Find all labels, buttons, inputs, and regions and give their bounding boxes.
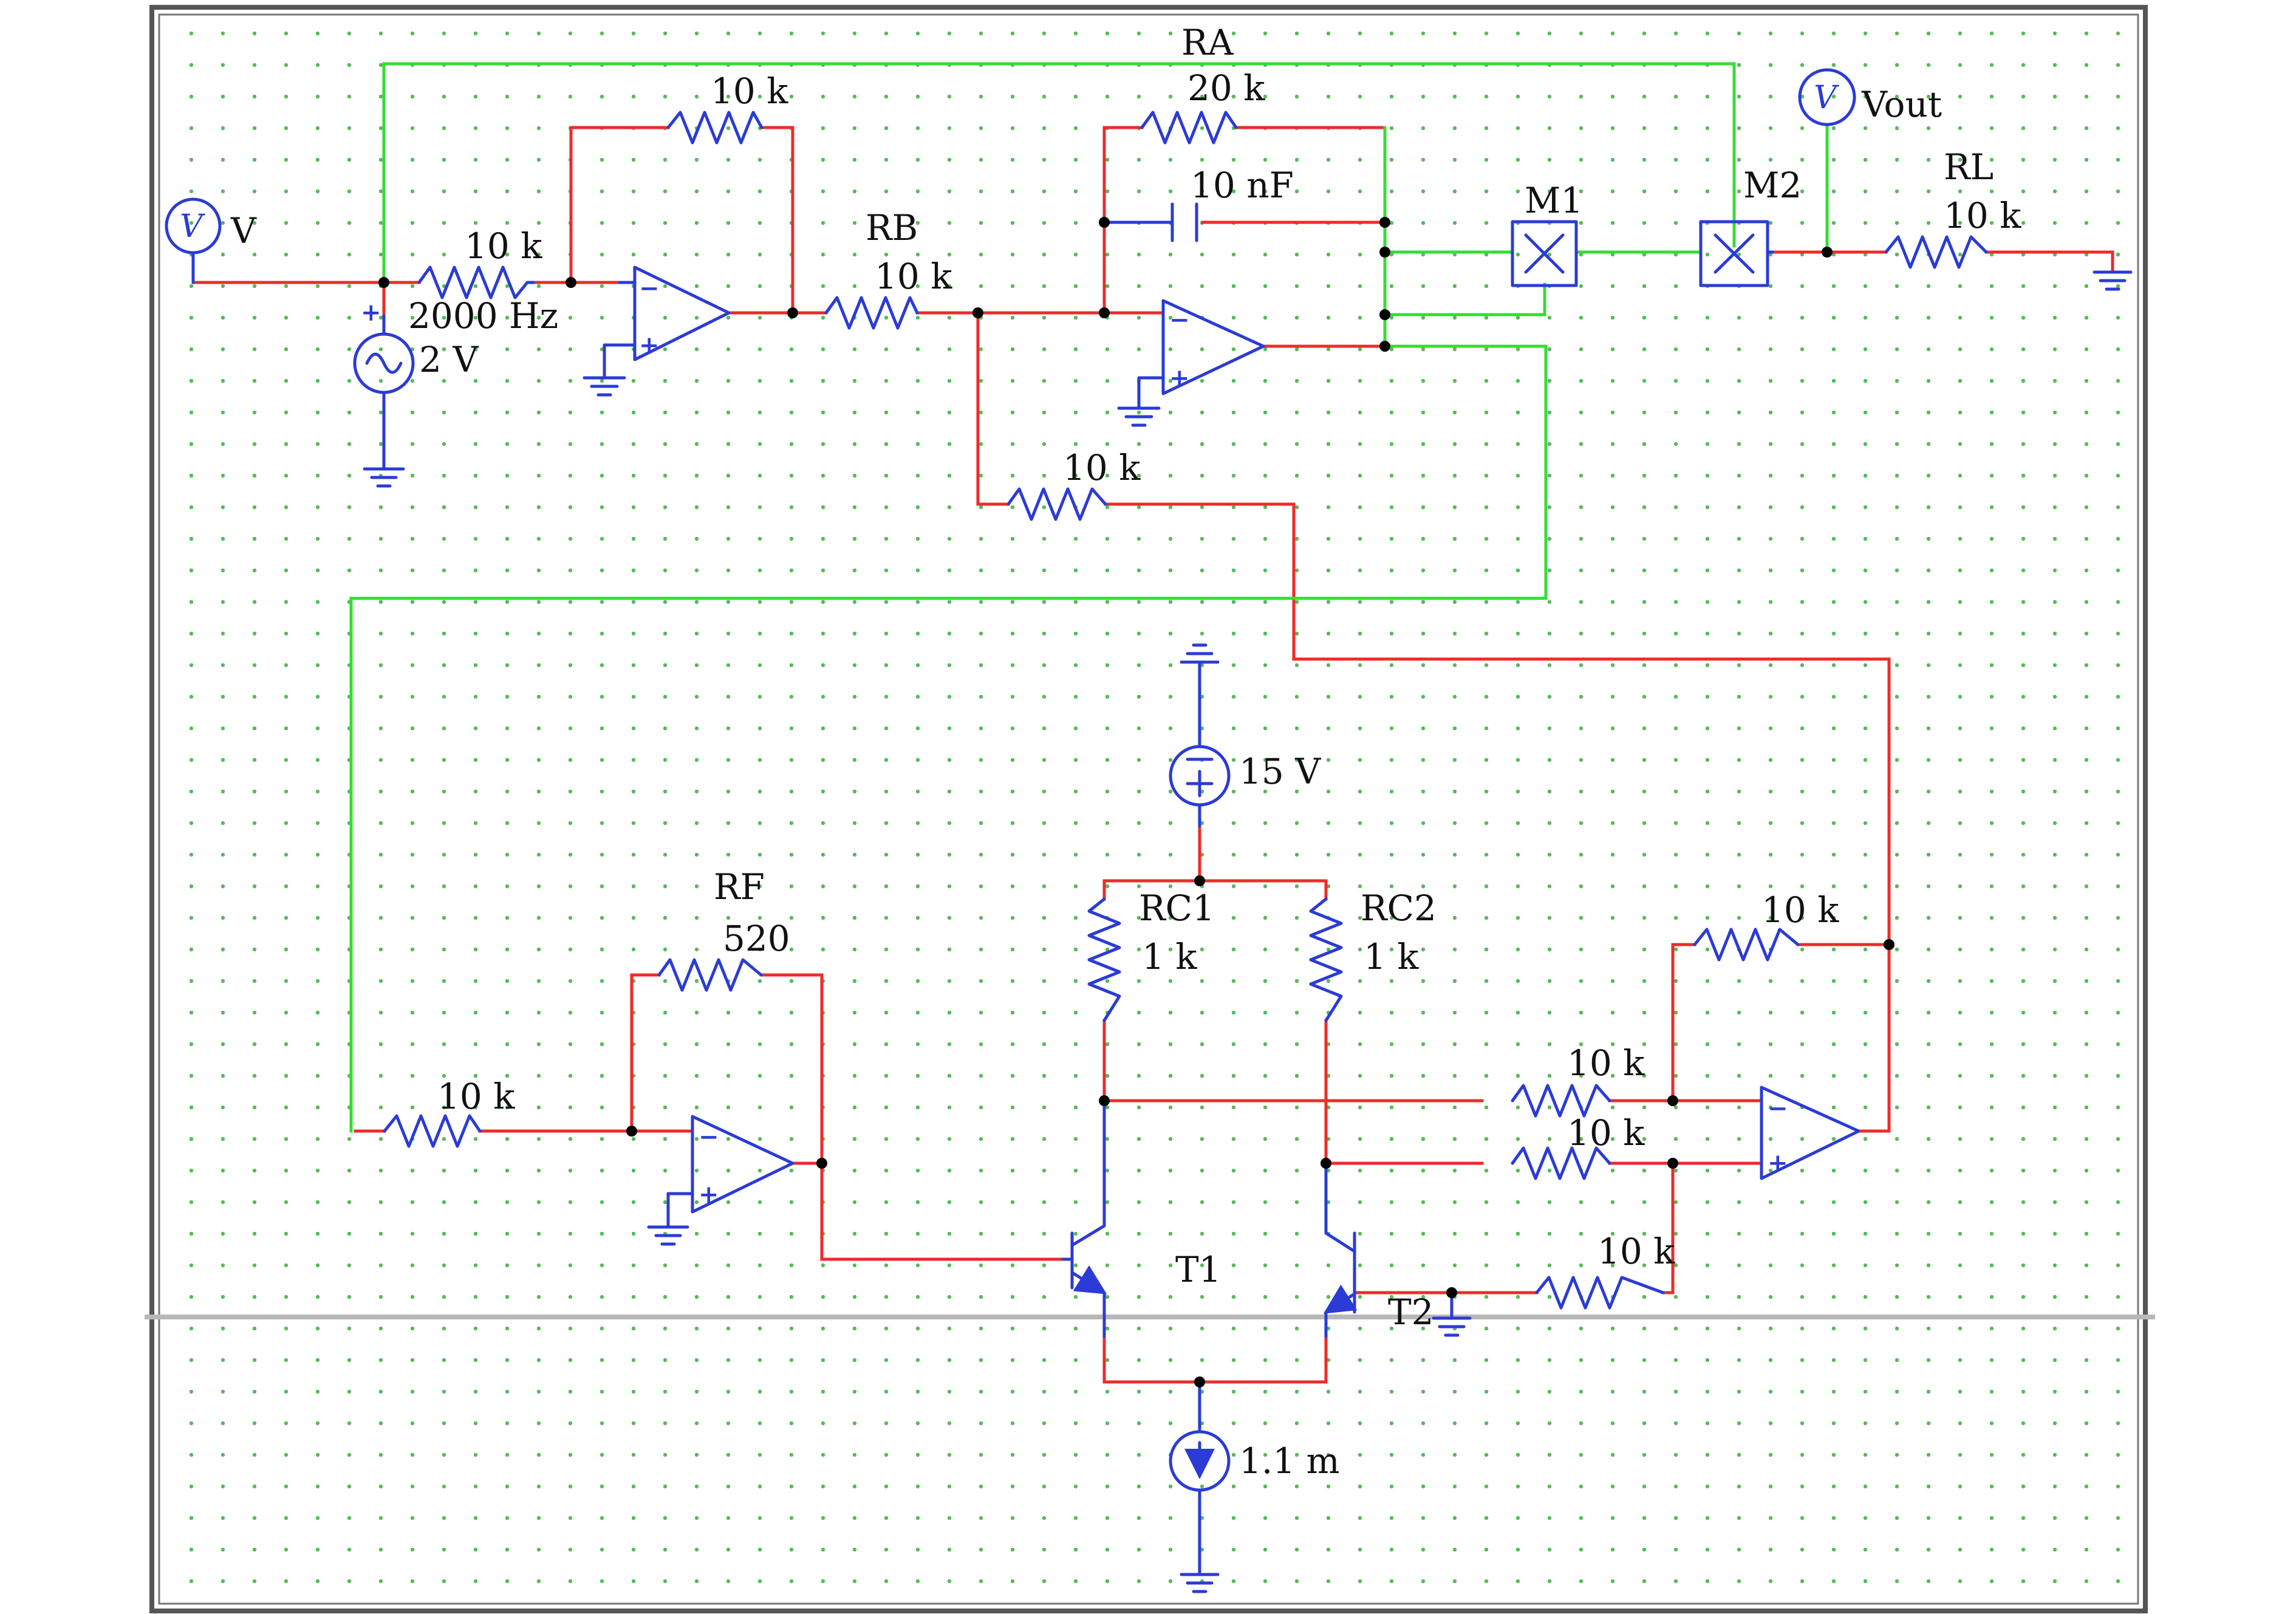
opamp-integrator[interactable]: − + xyxy=(1137,299,1265,409)
ground-current-source xyxy=(1180,1573,1220,1593)
svg-text:−: − xyxy=(639,274,660,303)
dc-supply-15v[interactable] xyxy=(1169,660,1231,828)
output-voltmeter[interactable]: V xyxy=(1798,68,1856,126)
resistor-rc1[interactable] xyxy=(1087,897,1121,1022)
label-rc1-value: 1 k xyxy=(1142,936,1197,977)
label-vout: Vout xyxy=(1861,84,1942,125)
resistor-input-10k[interactable] xyxy=(417,265,535,299)
multiplier-m2[interactable] xyxy=(1699,220,1774,287)
label-rc2-value: 1 k xyxy=(1364,936,1419,977)
label-rf-name: RF xyxy=(714,866,765,908)
resistor-diff-input1-10k[interactable] xyxy=(1511,1084,1611,1118)
ground-opamp-rf xyxy=(647,1225,689,1246)
resistor-diff-input2-10k[interactable] xyxy=(1511,1146,1611,1180)
resistor-left-low-10k[interactable] xyxy=(383,1114,482,1148)
component-labels: 10 k 10 k 2000 Hz 2 V RB 10 k RA 20 k 10… xyxy=(408,22,2021,1482)
label-isrc-value: 1.1 m xyxy=(1239,1440,1340,1482)
ground-rl xyxy=(2093,270,2133,291)
label-r-diff-in2: 10 k xyxy=(1567,1112,1645,1154)
label-rf-value: 520 xyxy=(723,918,790,959)
opamp-1[interactable]: − + xyxy=(603,265,731,378)
ground-ac xyxy=(363,467,405,488)
label-r-diff-fb: 10 k xyxy=(1761,889,1839,931)
input-voltmeter[interactable]: V xyxy=(165,197,222,284)
label-rc2-name: RC2 xyxy=(1361,887,1437,929)
wires-green xyxy=(349,62,1829,1133)
current-source[interactable] xyxy=(1169,1380,1231,1575)
label-r-left-low: 10 k xyxy=(437,1076,515,1117)
svg-text:+: + xyxy=(1768,1149,1788,1177)
junction-dots xyxy=(378,217,1895,1387)
svg-text:−: − xyxy=(1169,306,1190,334)
transistor-t2[interactable] xyxy=(1323,1161,1358,1338)
resistor-rb[interactable] xyxy=(824,296,919,330)
label-ac-freq: 2000 Hz xyxy=(408,295,558,337)
label-dc-value: 15 V xyxy=(1239,751,1321,792)
label-ra-name: RA xyxy=(1181,22,1234,63)
opamp-rf[interactable]: − + xyxy=(666,1115,794,1228)
label-m1: M1 xyxy=(1525,180,1583,221)
label-rb-value: 10 k xyxy=(875,256,952,297)
label-ra-value: 20 k xyxy=(1187,67,1265,109)
capacitor-10nf[interactable] xyxy=(1102,202,1198,242)
meter-letter: V xyxy=(180,208,205,245)
label-m2: M2 xyxy=(1743,165,1802,206)
resistor-rc2[interactable] xyxy=(1309,897,1343,1022)
resistor-ra[interactable] xyxy=(1140,111,1238,145)
opamp-difference[interactable]: − + xyxy=(1760,1086,1860,1180)
input-voltmeter-label: V xyxy=(230,210,257,251)
dot-grid xyxy=(165,21,2132,1598)
label-rb-name: RB xyxy=(866,207,918,248)
multiplier-m1[interactable] xyxy=(1511,220,1578,287)
label-cap-value: 10 nF xyxy=(1191,165,1294,206)
transistor-t1[interactable] xyxy=(1061,1099,1107,1338)
ground-opamp-1 xyxy=(583,376,626,397)
meter-letter: V xyxy=(1814,80,1839,116)
svg-text:−: − xyxy=(1768,1094,1788,1123)
label-rc1-name: RC1 xyxy=(1139,887,1215,929)
resistor-diff-feedback-10k[interactable] xyxy=(1693,928,1800,962)
svg-text:−: − xyxy=(699,1123,719,1151)
ground-dc-supply xyxy=(1180,643,1220,664)
ac-source[interactable]: + xyxy=(353,298,415,470)
label-r-mid: 10 k xyxy=(1063,447,1141,488)
label-t2: T2 xyxy=(1388,1291,1434,1333)
label-ac-amp: 2 V xyxy=(419,339,479,380)
resistor-rl[interactable] xyxy=(1884,235,1988,269)
svg-text:+: + xyxy=(699,1180,719,1209)
resistor-rf[interactable] xyxy=(657,958,763,992)
svg-text:+: + xyxy=(639,331,660,360)
svg-text:+: + xyxy=(361,298,381,327)
label-r-diff-in1: 10 k xyxy=(1567,1042,1645,1084)
label-r-t2: 10 k xyxy=(1597,1231,1675,1272)
svg-text:+: + xyxy=(1169,364,1190,392)
label-r-fb1: 10 k xyxy=(711,70,788,112)
resistor-feedback1-10k[interactable] xyxy=(666,111,764,145)
resistor-t2-base-10k[interactable] xyxy=(1535,1276,1665,1310)
label-rl-value: 10 k xyxy=(1944,195,2021,236)
label-rl-name: RL xyxy=(1944,146,1994,188)
resistor-mid-10k[interactable] xyxy=(1006,487,1107,521)
label-r-in1: 10 k xyxy=(465,225,542,267)
label-t1: T1 xyxy=(1175,1249,1221,1290)
ground-integrator xyxy=(1117,406,1161,427)
